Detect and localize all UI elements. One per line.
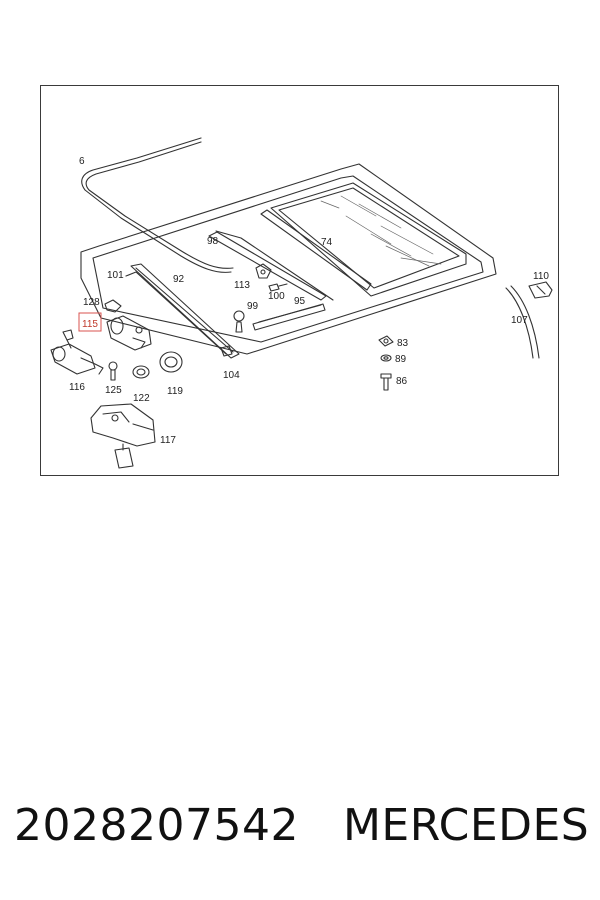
callout-113: 113 xyxy=(234,280,250,291)
callout-99: 99 xyxy=(247,301,259,312)
clip-104 xyxy=(220,345,233,357)
callout-101: 101 xyxy=(107,270,124,281)
callout-95: 95 xyxy=(294,296,306,307)
guide-rail-left xyxy=(125,230,334,359)
callout-104: 104 xyxy=(223,370,240,381)
callout-115: 115 xyxy=(82,319,98,330)
clip-113 xyxy=(255,263,272,279)
callout-92: 92 xyxy=(173,274,185,285)
callout-83: 83 xyxy=(397,338,409,349)
callout-125: 125 xyxy=(105,385,122,396)
callout-110: 110 xyxy=(533,271,549,282)
callout-89: 89 xyxy=(395,354,407,365)
callout-116: 116 xyxy=(69,382,85,393)
part-caption: 2028207542 MERCEDES xyxy=(14,800,594,870)
brand-name: MERCEDES xyxy=(342,800,590,851)
cap-122 xyxy=(132,365,150,379)
switch-117 xyxy=(90,403,156,469)
callout-117: 117 xyxy=(160,435,176,446)
bolt-86 xyxy=(380,373,392,391)
callout-107: 107 xyxy=(511,315,528,326)
screw-125 xyxy=(108,361,118,381)
nut-83 xyxy=(378,335,394,347)
callout-6: 6 xyxy=(79,156,85,167)
parts-diagram: 6 98 74 101 92 113 100 95 99 110 107 128… xyxy=(40,85,559,476)
glass-panel xyxy=(260,182,467,297)
callout-98: 98 xyxy=(207,236,219,247)
washer-89 xyxy=(380,354,392,362)
grommet-119 xyxy=(159,351,183,373)
rail-95 xyxy=(252,303,326,331)
highlight-box-115 xyxy=(78,312,102,332)
callout-122: 122 xyxy=(133,393,150,404)
clip-128 xyxy=(104,299,122,313)
drive-unit-115 xyxy=(106,315,152,351)
pin-99 xyxy=(233,310,245,333)
callout-74: 74 xyxy=(321,237,333,248)
callout-128: 128 xyxy=(83,297,100,308)
seal-6 xyxy=(81,137,234,273)
sunroof-frame xyxy=(80,163,497,355)
callout-86: 86 xyxy=(396,376,408,387)
part-number: 2028207542 xyxy=(14,800,299,851)
clip-110 xyxy=(528,281,553,299)
callout-100: 100 xyxy=(268,291,285,302)
screw-100 xyxy=(268,283,288,292)
callout-119: 119 xyxy=(167,386,183,397)
motor-116 xyxy=(50,329,104,375)
rail-107 xyxy=(505,285,540,359)
callout-labels: 6 98 74 101 92 113 100 95 99 110 107 128… xyxy=(69,156,549,446)
